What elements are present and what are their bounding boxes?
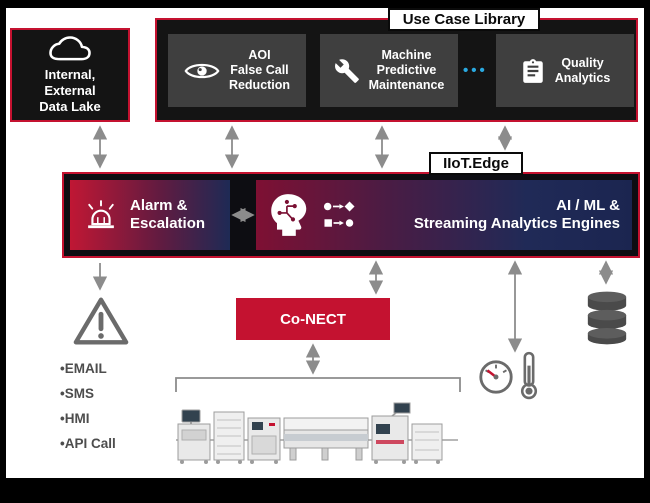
gauge-icon xyxy=(479,360,513,394)
ai-ml-label: AI / ML & Streaming Analytics Engines xyxy=(413,197,620,232)
wrench-icon xyxy=(334,58,359,83)
use-case-library-title: Use Case Library xyxy=(388,8,540,31)
ai-ml-box: AI / ML & Streaming Analytics Engines xyxy=(256,180,632,250)
database-icon xyxy=(587,291,627,345)
flowchart-icon xyxy=(323,201,355,227)
data-lake-label: Internal, External Data Lake xyxy=(39,66,101,114)
ai-head-icon xyxy=(271,194,307,236)
clipboard-icon xyxy=(522,58,543,83)
cloud-icon xyxy=(49,35,91,60)
use-case-predictive-maintenance: Machine Predictive Maintenance xyxy=(320,34,458,107)
eye-icon xyxy=(184,63,220,78)
use-case-qa-label: Quality Analytics xyxy=(554,55,611,85)
use-case-aoi: AOI False Call Reduction xyxy=(168,34,306,107)
thermometer-icon xyxy=(520,351,538,400)
notification-item-email: •EMAIL xyxy=(60,361,107,376)
notification-list: •EMAIL •SMS •HMI •API Call xyxy=(60,356,116,456)
smt-line-illustration xyxy=(176,402,458,464)
notification-item-apicall: •API Call xyxy=(60,436,116,451)
conect-box: Co-NECT xyxy=(236,298,390,340)
alarm-escalation-label: Alarm & Escalation xyxy=(130,197,206,232)
notification-item-sms: •SMS xyxy=(60,386,94,401)
use-case-ellipsis: ••• xyxy=(463,62,488,79)
data-lake-box: Internal, External Data Lake xyxy=(10,28,130,122)
warning-triangle-icon xyxy=(73,297,129,345)
use-case-aoi-label: AOI False Call Reduction xyxy=(228,48,291,92)
iiot-edge-title: IIoT.Edge xyxy=(429,152,523,175)
use-case-pm-label: Machine Predictive Maintenance xyxy=(368,48,445,92)
use-case-quality-analytics: Quality Analytics xyxy=(496,34,634,107)
siren-icon xyxy=(88,200,114,229)
notification-item-hmi: •HMI xyxy=(60,411,90,426)
alarm-escalation-box: Alarm & Escalation xyxy=(70,180,230,250)
